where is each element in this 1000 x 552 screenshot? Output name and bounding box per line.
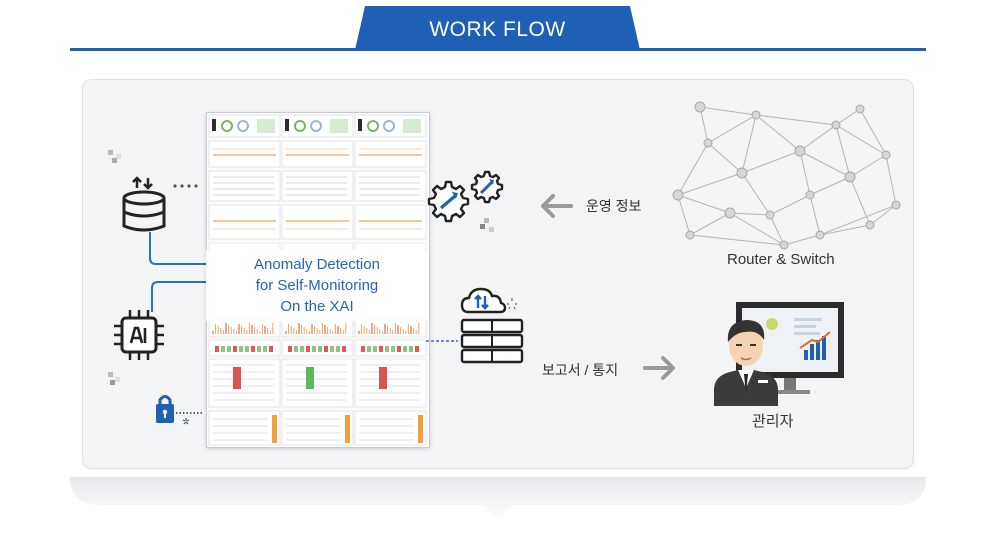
network-node <box>881 150 891 160</box>
dashboard-overlay-title: Anomaly Detection for Self-Monitoring On… <box>206 250 428 321</box>
operation-info-label: 운영 정보 <box>586 198 642 214</box>
connector-dashed <box>426 340 458 342</box>
network-node <box>794 145 806 157</box>
admin-label: 관리자 <box>752 413 794 430</box>
network-node <box>672 189 684 201</box>
network-node <box>694 101 706 113</box>
admin-person-icon <box>714 302 844 406</box>
overlay-title-line-2: for Self-Monitoring <box>255 277 379 294</box>
network-node <box>703 138 713 148</box>
report-notify-label: 보고서 / 통지 <box>542 362 619 378</box>
network-node <box>855 104 865 114</box>
overlay-title-line-1: Anomaly Detection <box>254 256 380 273</box>
arrow-right-icon <box>643 356 675 380</box>
database-icon <box>122 176 166 232</box>
header-divider <box>70 48 926 51</box>
arrow-left-icon <box>541 194 573 218</box>
network-node <box>844 171 856 183</box>
network-label: Router & Switch <box>727 251 835 268</box>
lock-icon <box>156 395 204 425</box>
network-node <box>779 240 789 250</box>
network-node <box>805 190 815 200</box>
overlay-title-line-3: On the XAI <box>280 298 354 315</box>
network-mesh-icon <box>672 101 901 250</box>
bottom-pointer-shadow <box>70 477 926 521</box>
pixel-decoration <box>480 218 494 232</box>
page-title: WORK FLOW <box>429 18 566 41</box>
pixel-decoration <box>108 150 121 163</box>
connector-lines <box>149 232 206 312</box>
network-node <box>891 200 901 210</box>
header-tab <box>355 6 640 50</box>
gears-icon <box>427 170 504 223</box>
ai-chip-icon <box>114 310 164 360</box>
network-node <box>736 167 748 179</box>
network-node <box>765 210 775 220</box>
network-node <box>751 110 761 120</box>
network-node <box>685 230 695 240</box>
network-node <box>724 207 736 219</box>
network-node <box>831 120 841 130</box>
network-node <box>815 230 825 240</box>
network-node <box>865 220 875 230</box>
pixel-decoration <box>108 372 120 385</box>
cloud-server-icon <box>460 287 524 364</box>
dots-decoration <box>173 184 198 188</box>
